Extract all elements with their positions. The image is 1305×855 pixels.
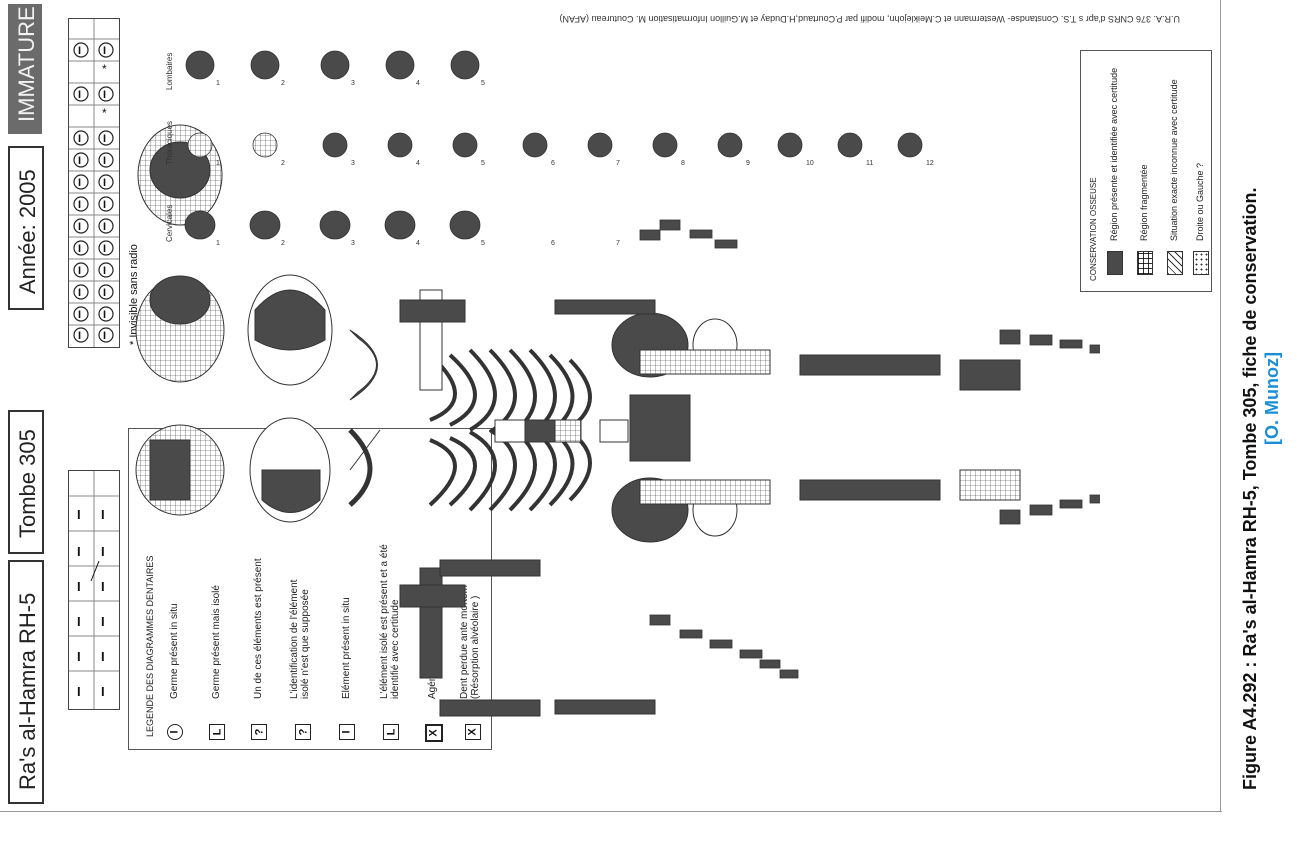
pelvis bbox=[612, 313, 737, 542]
figure-caption: Figure A4.292 : Ra's al-Hamra RH-5, Tomb… bbox=[1240, 188, 1261, 790]
caption-author-link[interactable]: [O. Munoz] bbox=[1262, 352, 1282, 445]
lumbar-label: Lombaires bbox=[165, 53, 174, 90]
vertebra-number: 2 bbox=[281, 240, 285, 247]
cervical-label: Cervicales bbox=[165, 205, 174, 242]
vertebra-number: 3 bbox=[351, 80, 355, 87]
conservation-sheet: Ra's al-Hamra RH-5 Tombe 305 Année: 2005… bbox=[0, 0, 1222, 812]
vertebra-number: 3 bbox=[351, 240, 355, 247]
vertebrae-rows bbox=[185, 51, 922, 239]
vertebra-number: 5 bbox=[481, 160, 485, 167]
vertebra-number: 7 bbox=[616, 240, 620, 247]
conservation-legend-title: CONSERVATION OSSEUSE bbox=[1089, 177, 1098, 281]
conservation-legend: CONSERVATION OSSEUSE Région présente et … bbox=[1080, 50, 1212, 292]
vertebra-number: 5 bbox=[481, 240, 485, 247]
spine-column bbox=[495, 420, 628, 442]
vertebra-number: 2 bbox=[281, 160, 285, 167]
mandible bbox=[350, 330, 378, 400]
skull-views bbox=[136, 125, 380, 522]
vertebra-number: 8 bbox=[681, 160, 685, 167]
sheet-border-right bbox=[1220, 0, 1221, 812]
swatch-side-unknown bbox=[1193, 251, 1209, 275]
vertebra-number: 7 bbox=[616, 160, 620, 167]
conservation-label-unknown: Situation exacte inconnue avec certitude bbox=[1169, 79, 1179, 241]
vertebra-number: 11 bbox=[866, 160, 873, 167]
vertebra-number: 4 bbox=[416, 80, 420, 87]
vertebra-number: 2 bbox=[281, 80, 285, 87]
vertebra-number: 12 bbox=[926, 160, 934, 167]
caption-text: Figure A4.292 : Ra's al-Hamra RH-5, Tomb… bbox=[1240, 188, 1260, 790]
lower-limb-bones bbox=[640, 350, 1020, 504]
vertebra-number: 3 bbox=[351, 160, 355, 167]
vertebra-number: 6 bbox=[551, 160, 555, 167]
conservation-label-side: Droite ou Gauche ? bbox=[1195, 163, 1205, 241]
vertebra-number: 4 bbox=[416, 240, 420, 247]
swatch-fragmented bbox=[1137, 251, 1153, 275]
swatch-unknown-position bbox=[1167, 251, 1183, 275]
credit-line: U.R.A. 376 CNRS d'apr s T.S. Constandse-… bbox=[480, 14, 1180, 24]
conservation-label-fragmented: Région fragmentée bbox=[1139, 164, 1149, 241]
caption-credit: [O. Munoz] bbox=[1262, 352, 1283, 445]
thoracic-label: Thoraciques bbox=[165, 121, 174, 165]
vertebra-number: 1 bbox=[216, 240, 220, 247]
swatch-certain bbox=[1107, 251, 1123, 275]
vertebra-number: 9 bbox=[746, 160, 750, 167]
vertebra-number: 1 bbox=[216, 160, 220, 167]
vertebra-number: 1 bbox=[216, 80, 220, 87]
vertebra-number: 5 bbox=[481, 80, 485, 87]
vertebra-number: 10 bbox=[806, 160, 814, 167]
conservation-label-certain: Région présente et identifiée avec certi… bbox=[1109, 68, 1119, 241]
vertebra-number: 4 bbox=[416, 160, 420, 167]
vertebra-number: 6 bbox=[551, 240, 555, 247]
